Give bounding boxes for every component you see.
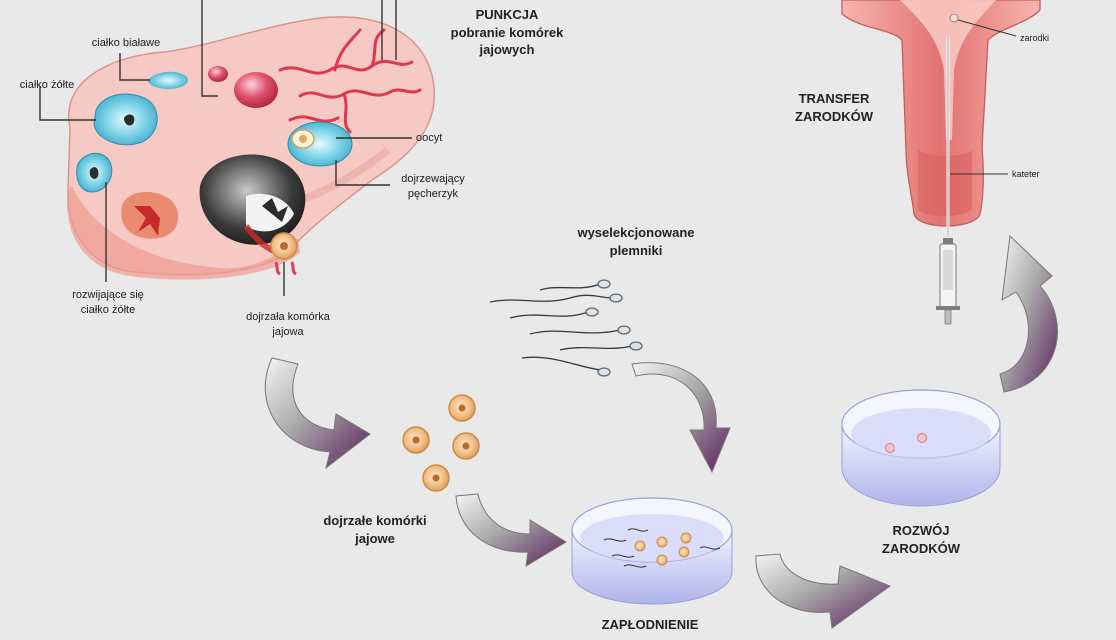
sperm-cells	[490, 280, 642, 376]
label-oocyte: oocyt	[416, 131, 476, 146]
label-selected-sperm: wyselekcjonowane plemniki	[556, 224, 716, 259]
embryo-culture-dish	[842, 390, 1000, 506]
arrow-dish-to-culture	[756, 554, 890, 628]
label-fertilization: ZAPŁODNIENIE	[580, 616, 720, 634]
label-maturing-follicle: dojrzewający pęcherzyk	[388, 172, 478, 202]
label-egg-retrieval: PUNKCJA pobranie komórek jajowych	[432, 6, 582, 59]
arrow-ovary-to-eggs	[265, 358, 370, 468]
label-embryo-development: ROZWÓJ ZARODKÓW	[856, 522, 986, 557]
label-embryos: zarodki	[1020, 32, 1080, 44]
mature-eggs-group	[403, 395, 479, 491]
label-developing-corpus-luteum: rozwijające się ciałko żółte	[48, 288, 168, 318]
label-embryo-transfer: TRANSFER ZARODKÓW	[774, 90, 894, 125]
label-mature-egg-cell: dojrzała komórka jajowa	[228, 310, 348, 340]
arrow-culture-to-transfer	[1000, 236, 1057, 392]
fertilization-dish	[572, 498, 732, 604]
arrow-sperm-to-dish	[632, 363, 730, 472]
label-mature-eggs: dojrzałe komórki jajowe	[300, 512, 450, 547]
label-corpus-luteum: ciałko żółte	[2, 78, 92, 93]
label-catheter: kateter	[1012, 168, 1072, 180]
label-corpus-albicans: ciałko białawe	[76, 36, 176, 51]
maturing-follicle	[288, 122, 352, 166]
arrow-eggs-to-dish	[456, 494, 566, 566]
